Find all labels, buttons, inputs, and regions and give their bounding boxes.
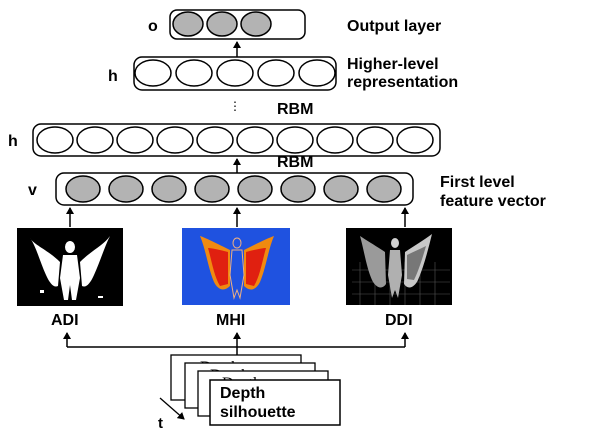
- ddi-label: DDI: [385, 312, 413, 329]
- hidden-unit: [196, 126, 234, 154]
- higher-unit: [134, 59, 172, 87]
- stack-front-line1: Depth: [220, 385, 265, 402]
- depth-silhouette-stack: Depth Depth Depth Depth silhouette: [170, 354, 341, 426]
- output-layer-label: Output layer: [347, 18, 441, 35]
- output-layer: o Output layer: [148, 9, 441, 40]
- time-arrow: [159, 397, 185, 420]
- output-unit: [240, 11, 272, 37]
- visible-layer-letter: v: [28, 182, 37, 199]
- hidden-unit: [396, 126, 434, 154]
- time-label: t: [158, 415, 163, 432]
- higher-unit: [257, 59, 295, 87]
- rbm-top-label: RBM: [277, 101, 313, 118]
- visible-unit: [323, 175, 359, 203]
- visible-unit: [280, 175, 316, 203]
- hidden-unit: [36, 126, 74, 154]
- mhi-image: [182, 228, 290, 305]
- output-unit: [206, 11, 238, 37]
- hidden-unit: [116, 126, 154, 154]
- hidden-unit: [76, 126, 114, 154]
- higher-unit: [216, 59, 254, 87]
- adi-image: [17, 228, 123, 306]
- higher-level-layer: h Higher-level representation: [108, 56, 458, 91]
- adi-label: ADI: [51, 312, 79, 329]
- higher-unit: [298, 59, 336, 87]
- stack-front-line2: silhouette: [220, 404, 296, 421]
- output-unit: [172, 11, 204, 37]
- visible-layer-label-line1: First level: [440, 174, 515, 191]
- hidden-unit: [156, 126, 194, 154]
- output-layer-letter: o: [148, 18, 158, 35]
- ddi-image: [346, 228, 452, 305]
- hidden-unit: [316, 126, 354, 154]
- hidden-layer-letter: h: [8, 133, 18, 150]
- visible-unit: [65, 175, 101, 203]
- hidden-unit: [236, 126, 274, 154]
- higher-layer-label-line1: Higher-level: [347, 56, 439, 73]
- visible-unit: [151, 175, 187, 203]
- hidden-unit: [276, 126, 314, 154]
- vertical-ellipsis: ⋮: [229, 99, 241, 113]
- mhi-label: MHI: [216, 312, 245, 329]
- visible-unit: [108, 175, 144, 203]
- visible-layer-label-line2: feature vector: [440, 193, 546, 210]
- higher-unit: [175, 59, 213, 87]
- input-branch-arrows: [63, 332, 409, 356]
- visible-layer: v First level feature vector: [28, 172, 546, 210]
- visible-unit: [194, 175, 230, 203]
- rbm-bottom-label: RBM: [277, 154, 313, 171]
- hidden-layer: h: [8, 123, 441, 157]
- hidden-unit: [356, 126, 394, 154]
- visible-unit: [366, 175, 402, 203]
- higher-layer-label-line2: representation: [347, 74, 458, 91]
- higher-layer-letter: h: [108, 68, 118, 85]
- visible-unit: [237, 175, 273, 203]
